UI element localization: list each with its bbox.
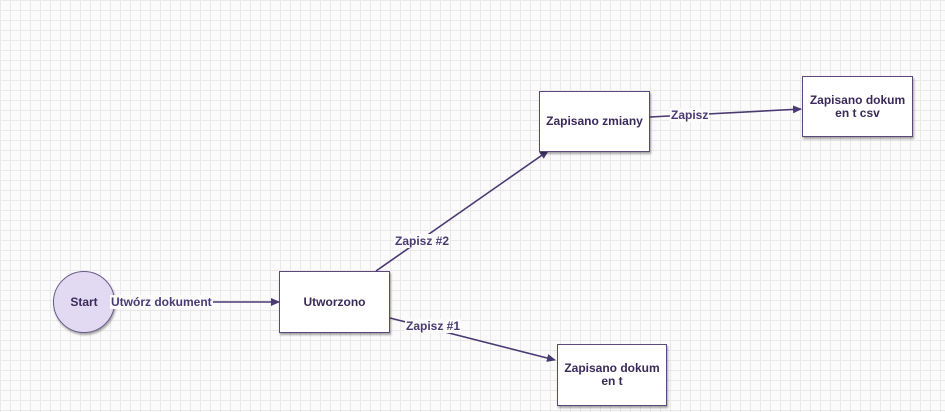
- node-utworzono[interactable]: Utworzono: [279, 271, 390, 333]
- node-zapisano-dokument[interactable]: Zapisano dokumen t: [557, 344, 667, 406]
- node-zapisano-zmiany-label: Zapisano zmiany: [546, 114, 643, 128]
- start-node[interactable]: Start: [53, 271, 115, 333]
- edge-label-zapisz: Zapisz: [670, 108, 710, 122]
- node-utworzono-label: Utworzono: [303, 294, 366, 309]
- node-zapisano-zmiany[interactable]: Zapisano zmiany: [539, 91, 650, 152]
- start-node-label: Start: [70, 295, 98, 309]
- edge-label-zapisz-2: Zapisz #2: [394, 234, 451, 248]
- node-zapisano-dokument-csv[interactable]: Zapisano dokumen t csv: [802, 76, 913, 137]
- edge-label-utworz-dokument: Utwórz dokument: [110, 295, 213, 309]
- node-zapisano-dokument-label: Zapisano dokumen t: [564, 361, 660, 388]
- node-zapisano-dokument-csv-label: Zapisano dokumen t csv: [809, 92, 906, 120]
- edge-utworzono-to-zapisano-zmiany[interactable]: [375, 150, 549, 272]
- edge-label-zapisz-1: Zapisz #1: [405, 319, 462, 333]
